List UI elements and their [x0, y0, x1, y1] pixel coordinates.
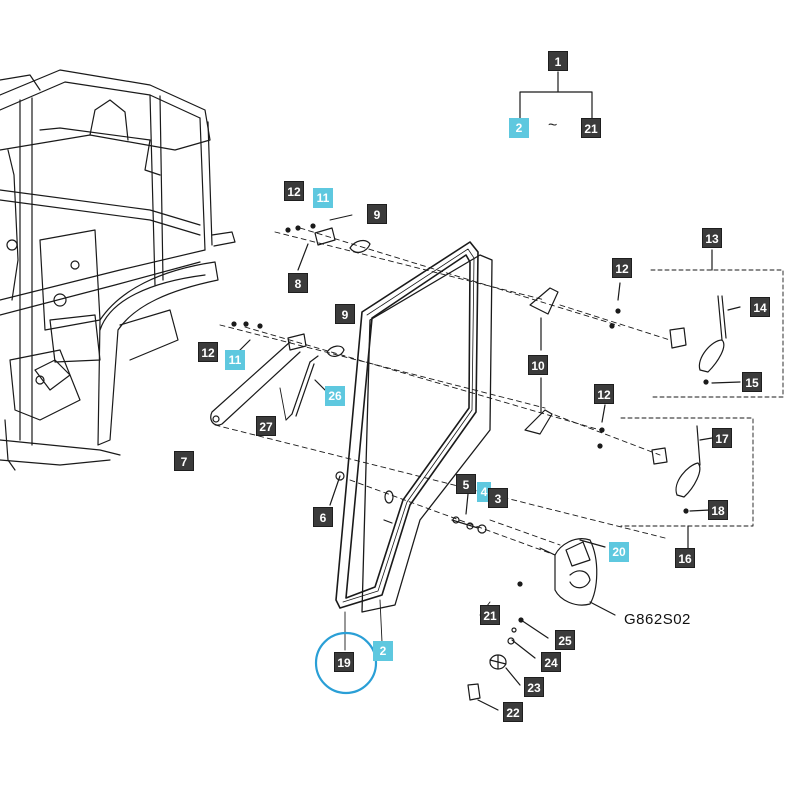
callout-9[interactable]: 9 [335, 304, 355, 324]
callout-23[interactable]: 23 [524, 677, 544, 697]
callout-25[interactable]: 25 [555, 630, 575, 650]
callout-6[interactable]: 6 [313, 507, 333, 527]
callout-3[interactable]: 3 [488, 488, 508, 508]
callout-12[interactable]: 12 [284, 181, 304, 201]
callout-2[interactable]: 2 [373, 641, 393, 661]
callout-2[interactable]: 2 [509, 118, 529, 138]
callout-14[interactable]: 14 [750, 297, 770, 317]
door-glass [335, 241, 493, 613]
upper-latch-group [609, 249, 784, 398]
handle-hardware [451, 493, 487, 534]
leader-lines [214, 227, 671, 556]
callout-7[interactable]: 7 [174, 451, 194, 471]
callout-26[interactable]: 26 [325, 386, 345, 406]
lower-latch-group [597, 404, 754, 549]
callout-12[interactable]: 12 [612, 258, 632, 278]
callout-1[interactable]: 1 [548, 51, 568, 71]
callout-12[interactable]: 12 [594, 384, 614, 404]
callout-18[interactable]: 18 [708, 500, 728, 520]
callout-8[interactable]: 8 [288, 273, 308, 293]
callout-24[interactable]: 24 [541, 652, 561, 672]
callout-9[interactable]: 9 [367, 204, 387, 224]
callout-17[interactable]: 17 [712, 428, 732, 448]
callout-21[interactable]: 21 [581, 118, 601, 138]
cab-frame [0, 69, 236, 471]
callout-22[interactable]: 22 [503, 702, 523, 722]
callout-5[interactable]: 5 [456, 474, 476, 494]
range-bracket [519, 71, 593, 119]
callout-13[interactable]: 13 [702, 228, 722, 248]
callout-19[interactable]: 19 [334, 652, 354, 672]
range-tilde: ~ [548, 117, 558, 134]
callout-4[interactable]: 4 [477, 482, 491, 502]
callout-11[interactable]: 11 [313, 188, 333, 208]
callout-12[interactable]: 12 [198, 342, 218, 362]
callout-10[interactable]: 10 [528, 355, 548, 375]
hinge-hardware-upper [285, 223, 371, 271]
callout-15[interactable]: 15 [742, 372, 762, 392]
callout-16[interactable]: 16 [675, 548, 695, 568]
highlight-ring [314, 631, 378, 695]
callout-21[interactable]: 21 [480, 605, 500, 625]
drawing-code: G862S02 [624, 611, 691, 628]
callout-20[interactable]: 20 [609, 542, 629, 562]
outer-handle [517, 538, 616, 616]
callout-11[interactable]: 11 [225, 350, 245, 370]
callout-27[interactable]: 27 [256, 416, 276, 436]
gasket-10 [524, 287, 559, 435]
lock-cylinder [467, 617, 549, 711]
